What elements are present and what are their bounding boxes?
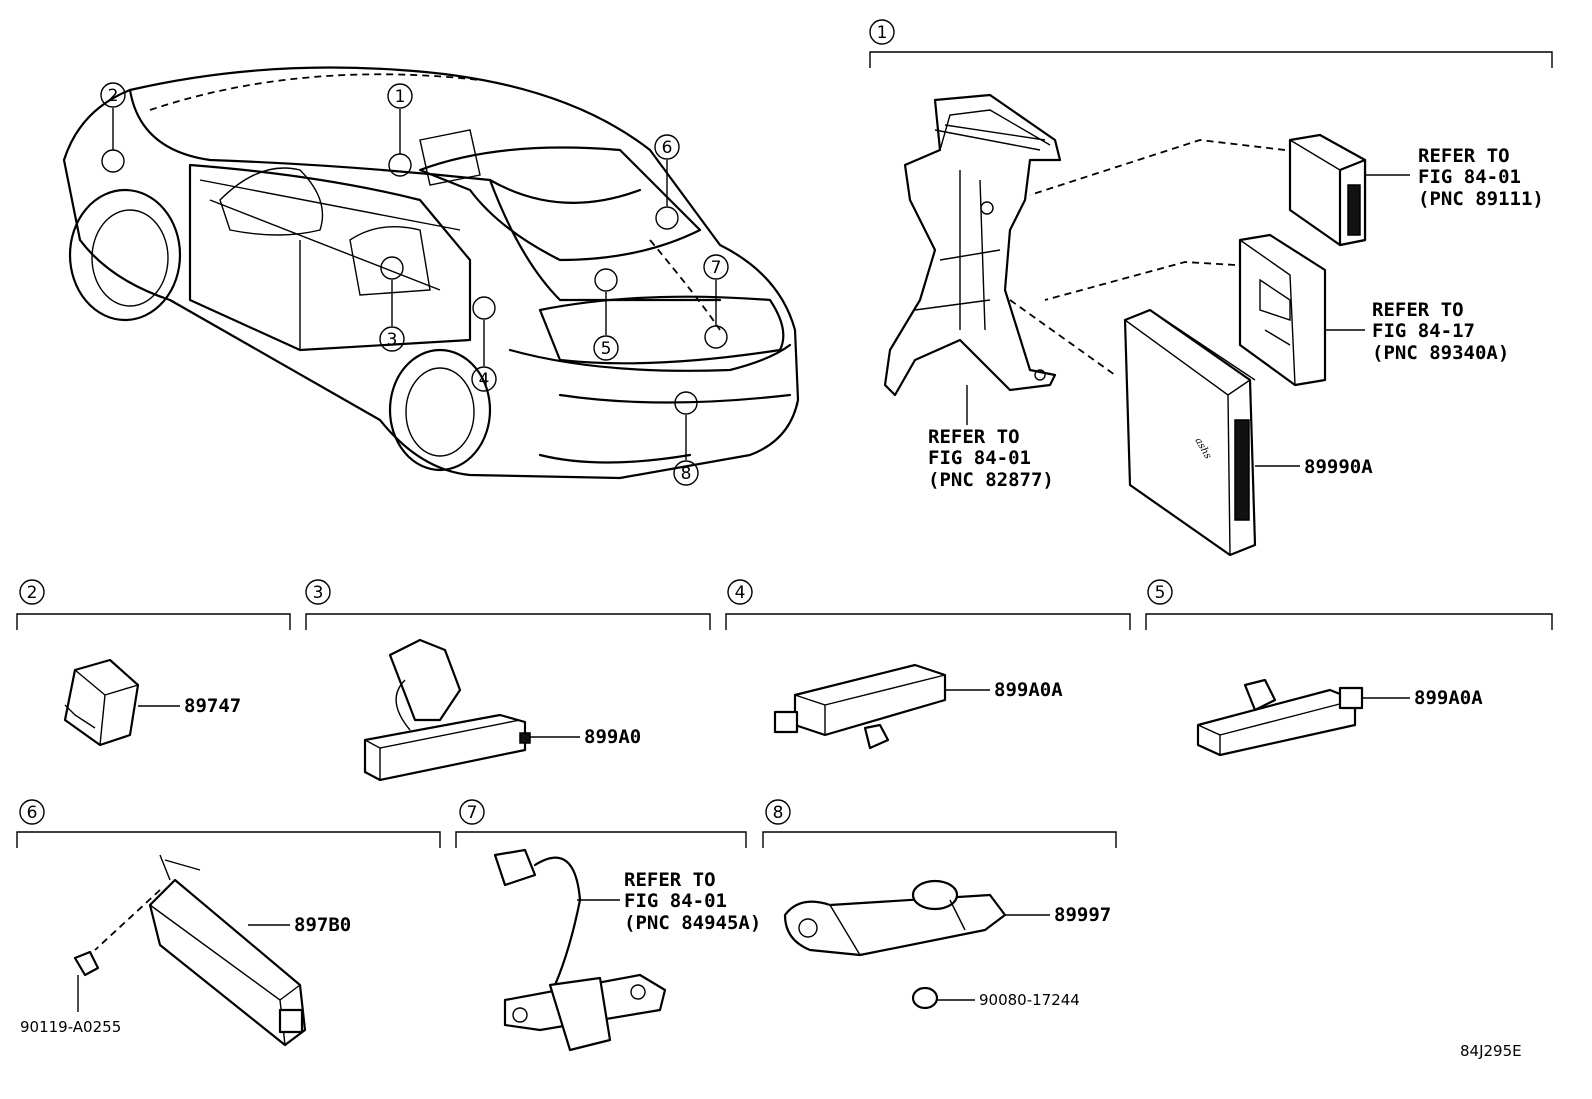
sensor-89747-drawing [63,658,140,747]
part-899a0: 899A0 [584,726,641,748]
ref-89111-line3: (PNC 89111) [1418,188,1544,210]
section-5-number: 5 [1155,583,1166,603]
callout-circle-5 [593,335,619,361]
part-89747: 89747 [184,695,241,717]
location-markers [101,149,728,415]
section-8-number: 8 [773,803,784,823]
ecu-89340a-drawing [1044,233,1365,387]
ref-84945a-line1: REFER TO [624,869,716,891]
diagram-code: 84J295E [1460,1042,1522,1060]
part-90080-17244: 90080-17244 [979,991,1080,1009]
callout-7: 7 [711,258,722,278]
ref-82877-line3: (PNC 82877) [928,469,1054,491]
callout-circle-6 [654,134,680,160]
marker-8 [674,391,698,415]
harness-drawing [493,848,667,1052]
marker-7 [704,325,728,349]
part-89997: 89997 [1054,904,1111,926]
bracket-89997-drawing [783,879,1007,1010]
section-7-number: 7 [467,803,478,823]
section-5: 5 899A0A [1145,579,1553,757]
section-1: 1 [869,19,1553,557]
section-6: 6 897B0 90119-A0255 [16,799,441,1047]
callout-5: 5 [601,339,612,359]
callout-2: 2 [108,86,119,106]
module-897b0-drawing [73,854,307,1047]
ref-82877-line2: FIG 84-01 [928,447,1031,469]
ref-84945a-line3: (PNC 84945A) [624,912,761,934]
callout-circle-2 [100,82,126,108]
section-3-number: 3 [313,583,324,603]
section-3: 3 899A0 [305,579,711,782]
car-callouts: 2 1 3 4 5 6 7 8 [100,82,729,486]
marker-4 [472,296,496,320]
callout-circle-1 [387,83,413,109]
callout-8: 8 [681,464,692,484]
section-4: 4 899A0A [725,579,1131,750]
ecu-89111-drawing [1029,133,1410,247]
callout-circle-3 [379,326,405,352]
callout-circle-7 [703,254,729,280]
ref-89111-line1: REFER TO [1418,145,1510,167]
antenna-899a0a-4-drawing [773,663,947,750]
section-2-number: 2 [27,583,38,603]
section-6-number: 6 [27,803,38,823]
part-899a0a-section-5: 899A0A [1414,687,1483,709]
antenna-899a0a-5-drawing [1196,678,1364,757]
ref-89340a-line1: REFER TO [1372,299,1464,321]
callout-1: 1 [395,87,406,107]
marker-6 [655,206,679,230]
ref-82877-line1: REFER TO [928,426,1020,448]
marker-5 [594,268,618,292]
callout-circle-4 [471,366,497,392]
bracket-drawing [883,93,1062,425]
part-89990a: 89990A [1304,456,1373,478]
ref-89340a-line3: (PNC 89340A) [1372,342,1509,364]
callout-3: 3 [387,330,398,350]
ref-89340a-line2: FIG 84-17 [1372,320,1475,342]
section-7: 7 REFER TO FIG 84-01 (PNC 84945A) [455,799,761,1052]
marker-3 [380,256,404,280]
callout-4: 4 [479,370,490,390]
part-897b0: 897B0 [294,914,351,936]
part-899a0a-section-4: 899A0A [994,679,1063,701]
ref-89111-line2: FIG 84-01 [1418,166,1521,188]
section-1-number: 1 [877,23,888,43]
ref-84945a-line2: FIG 84-01 [624,890,727,912]
ecu-89990a-drawing: ashs [1009,299,1300,557]
marker-2 [101,149,125,173]
section-8: 8 89997 90080-17244 [762,799,1117,1010]
callout-6: 6 [662,138,673,158]
marker-1 [388,153,412,177]
part-90119-a0255: 90119-A0255 [20,1018,121,1036]
section-4-number: 4 [735,583,746,603]
vehicle-illustration [62,66,800,480]
antenna-899a0-drawing [363,638,531,782]
section-2: 2 89747 [16,579,291,747]
callout-circle-8 [673,460,699,486]
